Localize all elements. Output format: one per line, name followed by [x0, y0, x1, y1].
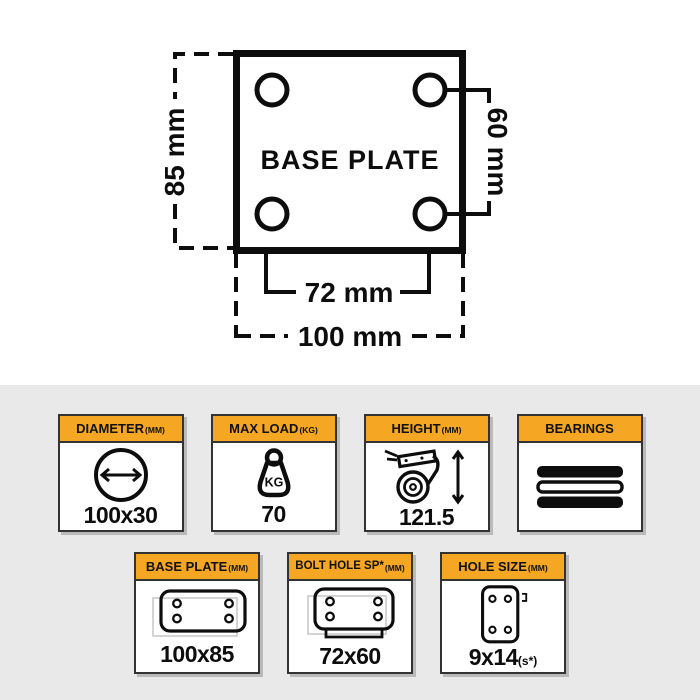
bolt-hole-bottom-left — [254, 196, 290, 232]
spec-title: HOLE SIZE — [458, 559, 527, 574]
spec-card-header: BEARINGS — [518, 416, 641, 443]
dim-85mm-label: 85 mm — [159, 108, 190, 197]
spec-card-diameter: DIAMETER(MM) 100x30 — [57, 414, 184, 532]
dim-60mm-label: 60 mm — [482, 108, 513, 197]
base-plate-diagram: 85 mm BASE PLATE 60 mm 72 mm 100 mm — [159, 50, 513, 352]
spec-value: 100x85 — [160, 640, 234, 667]
base-plate-icon — [152, 589, 247, 638]
spec-row-1: DIAMETER(MM) 100x30 MAX LOAD(KG) — [0, 414, 700, 532]
spec-card-header: BASE PLATE(MM) — [136, 554, 258, 581]
dim-85-dashed-bottom — [173, 204, 233, 250]
spec-unit: (KG) — [299, 424, 318, 435]
dim-85-dashed-top — [173, 52, 233, 99]
bolt-hole-top-left — [254, 72, 290, 108]
spec-panel: DIAMETER(MM) 100x30 MAX LOAD(KG) — [0, 385, 700, 700]
dim-60-line-top — [447, 88, 491, 103]
caster-height-icon — [383, 449, 464, 505]
spec-value: 9x14(s*) — [468, 644, 538, 670]
spec-unit: (MM) — [384, 562, 405, 573]
kg-icon-label: KG — [264, 475, 283, 489]
spec-unit: (MM) — [527, 562, 548, 573]
hole-size-icon — [481, 585, 528, 644]
spec-card-header: DIAMETER(MM) — [59, 416, 182, 443]
spec-row-2: BASE PLATE(MM) 100x85 — [0, 552, 700, 674]
dim-72-line-right — [400, 253, 431, 294]
spec-card-base-plate: BASE PLATE(MM) 100x85 — [134, 552, 260, 674]
spec-card-bolt-hole-spacing: BOLT HOLE SP*(MM) 72x60 — [287, 552, 413, 674]
dim-72mm-label: 72 mm — [305, 277, 394, 308]
spec-title: BOLT HOLE SP* — [295, 559, 384, 572]
bolt-hole-spacing-icon — [307, 587, 395, 639]
spec-title: BASE PLATE — [145, 559, 228, 574]
spec-value: 72x60 — [319, 642, 381, 669]
spec-title: MAX LOAD — [229, 421, 299, 436]
spec-unit: (MM) — [145, 424, 165, 435]
dim-100mm-label: 100 mm — [298, 321, 402, 352]
dim-60-line-bottom — [447, 201, 491, 216]
spec-title: HEIGHT — [391, 421, 441, 436]
spec-value-suffix: (s*) — [517, 654, 538, 668]
plate-label: BASE PLATE — [260, 145, 439, 175]
spec-card-max-load: MAX LOAD(KG) KG 70 — [210, 414, 337, 532]
spec-unit: (MM) — [228, 562, 249, 573]
spec-card-height: HEIGHT(MM) — [363, 414, 490, 532]
spec-card-bearings: BEARINGS — [516, 414, 643, 532]
spec-card-header: HOLE SIZE(MM) — [442, 554, 564, 581]
spec-value: 100x30 — [83, 502, 158, 528]
spec-unit: (MM) — [441, 424, 462, 435]
weight-kg-icon: KG — [257, 447, 290, 497]
spec-card-header: HEIGHT(MM) — [365, 416, 488, 443]
dim-72-line-left — [264, 253, 296, 294]
spec-value: 121.5 — [398, 504, 455, 530]
spec-value: 70 — [261, 501, 286, 528]
spec-card-header: BOLT HOLE SP*(MM) — [289, 554, 411, 581]
spec-title: DIAMETER — [76, 421, 145, 436]
bolt-hole-top-right — [412, 72, 448, 108]
bolt-hole-bottom-right — [412, 196, 448, 232]
spec-card-hole-size: HOLE SIZE(MM) 9x14(s*) — [440, 552, 566, 674]
wheel-diameter-icon — [93, 448, 148, 502]
spec-title: BEARINGS — [545, 421, 614, 436]
spec-card-header: MAX LOAD(KG) — [212, 416, 335, 443]
bearings-icon — [535, 465, 624, 508]
